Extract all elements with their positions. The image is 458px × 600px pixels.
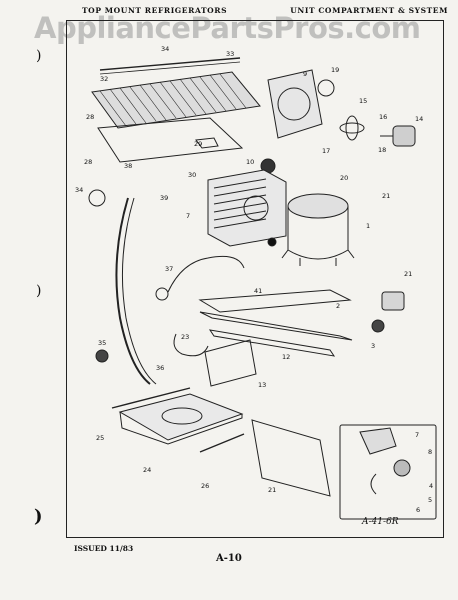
part-label: 39 — [160, 194, 169, 202]
part-label: 21 — [268, 486, 277, 494]
part-label: 28 — [86, 113, 95, 121]
part-label: 9 — [303, 70, 308, 78]
part-label: 21 — [404, 270, 413, 278]
part-label: 16 — [379, 113, 388, 121]
header-title: TOP MOUNT REFRIGERATORS — [82, 6, 228, 15]
part-label: 35 — [98, 339, 107, 347]
panel — [204, 339, 257, 387]
part-label: 23 — [181, 333, 190, 341]
part-label: 3 — [371, 342, 376, 350]
part-label: 34 — [161, 45, 170, 53]
fan-blade — [339, 115, 365, 141]
condenser-9 — [207, 169, 287, 247]
part-label: 41 — [254, 287, 263, 295]
part-label: 2 — [336, 302, 341, 310]
grommet-3 — [371, 319, 385, 333]
inset-label: 7 — [415, 431, 420, 439]
inset-label: 5 — [428, 496, 433, 504]
mounting-rails — [198, 289, 353, 357]
reference-code: A-41-6R — [362, 517, 399, 527]
part-label: 21 — [382, 192, 391, 200]
part-label: 36 — [156, 364, 165, 372]
drip-panel — [97, 117, 244, 163]
inset-box — [339, 424, 437, 520]
part-label: 14 — [415, 115, 424, 123]
drain-pan — [118, 393, 244, 445]
tubing — [115, 197, 151, 385]
grommet-19 — [317, 79, 335, 97]
part-label: 19 — [331, 66, 340, 74]
back-panel — [251, 419, 331, 497]
binder-hole-mark: ) — [34, 506, 43, 527]
compressor — [281, 193, 355, 266]
part-label: 33 — [226, 50, 235, 58]
relay — [267, 237, 277, 247]
part-label: 1 — [366, 222, 371, 230]
issue-date: ISSUED 11/83 — [74, 544, 134, 553]
overload-relay — [381, 291, 405, 311]
part-label: 29 — [194, 140, 203, 148]
part-label: 20 — [340, 174, 349, 182]
part-label: 25 — [96, 434, 105, 442]
part-label: 13 — [258, 381, 267, 389]
part-label: 15 — [359, 97, 368, 105]
binder-hole-mark: ) — [36, 48, 42, 64]
part-label: 34 — [75, 186, 84, 194]
part-35 — [88, 189, 106, 207]
part-label: 24 — [143, 466, 152, 474]
bracket — [195, 137, 219, 149]
part-label: 37 — [165, 265, 174, 273]
inset-label: 4 — [429, 482, 434, 490]
part-36 — [95, 349, 109, 363]
part-label: 7 — [186, 212, 191, 220]
header-section: UNIT COMPARTMENT & SYSTEM — [290, 6, 448, 15]
condenser-coil — [91, 57, 261, 129]
fan-shroud — [267, 69, 323, 139]
part-label: 32 — [100, 75, 109, 83]
part-label: 26 — [201, 482, 210, 490]
diagram-frame — [66, 20, 444, 538]
inset-label: 6 — [416, 506, 421, 514]
fan-motor — [380, 125, 416, 147]
harness — [167, 255, 245, 293]
part-label: 12 — [282, 353, 291, 361]
part-label: 18 — [378, 146, 387, 154]
page-number: A-10 — [216, 553, 242, 564]
inset-label: 8 — [428, 448, 433, 456]
part-label: 30 — [188, 171, 197, 179]
part-label: 38 — [124, 162, 133, 170]
part-label: 10 — [246, 158, 255, 166]
binder-hole-mark: ) — [36, 283, 42, 299]
part-label: 17 — [322, 147, 331, 155]
watermark: AppliancePartsPros.com — [34, 11, 421, 45]
part-label: 28 — [84, 158, 93, 166]
cord — [173, 333, 209, 357]
